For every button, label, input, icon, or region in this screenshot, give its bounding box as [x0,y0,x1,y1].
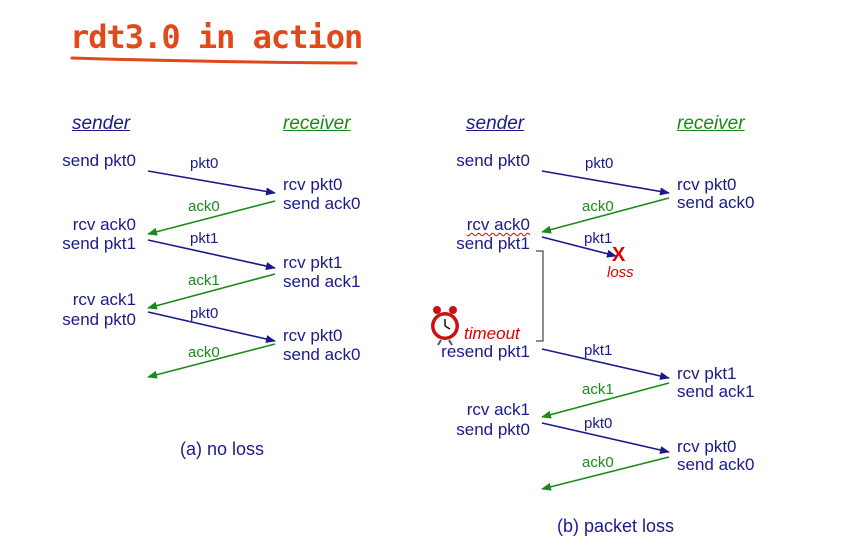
left-sender-event: rcv ack1 [72,290,136,309]
left-message-label: ack0 [188,198,220,215]
left-sender-event: send pkt0 [62,310,136,329]
right-message-label: ack1 [582,381,614,398]
right-receiver-event: rcv pkt0 [677,437,737,456]
left-sender-event: send pkt1 [62,234,136,253]
right-message-label: pkt1 [584,230,613,247]
arrow-pkt0-b2 [541,422,670,454]
arrow-pkt1-lost [541,236,617,258]
right-sender-header: sender [466,113,525,134]
left-message-label: pkt0 [190,305,219,322]
timeout-label: timeout [464,324,520,343]
left-sender-header: sender [72,113,131,134]
arrow-pkt0-a [147,170,276,196]
timeout-bracket [536,250,544,342]
right-caption: (b) packet loss [557,516,675,536]
right-message-label: pkt1 [584,342,613,359]
loss-label: loss [607,264,634,281]
right-sender-event: resend pkt1 [441,342,530,361]
left-receiver-event: rcv pkt0 [283,175,343,194]
arrow-ack1-a [147,273,276,310]
arrow-ack1-b [541,382,670,419]
left-message-label: pkt1 [190,230,219,247]
right-sender-event: send pkt0 [456,151,530,170]
left-receiver-event: send ack0 [283,194,361,213]
right-message-label: pkt0 [585,155,614,172]
arrow-pkt1-resent [541,348,670,380]
right-sender-event: rcv ack1 [466,400,530,419]
page-title: rdt3.0 in action [70,18,363,56]
right-receiver-event: send ack0 [677,193,755,212]
left-message-label: ack0 [188,344,220,361]
arrow-pkt0-a2 [147,311,276,343]
right-receiver-event: send ack1 [677,382,755,401]
right-receiver-event: rcv pkt0 [677,175,737,194]
right-message-label: ack0 [582,198,614,215]
loss-x-mark: X [612,244,626,266]
left-message-label: ack1 [188,272,220,289]
left-receiver-event: rcv pkt1 [283,253,343,272]
arrow-pkt1-a [147,239,276,270]
alarm-clock-icon [431,306,459,346]
right-message-label: ack0 [582,454,614,471]
right-sender-event: send pkt0 [456,420,530,439]
right-receiver-event: rcv pkt1 [677,364,737,383]
left-receiver-event: send ack0 [283,345,361,364]
left-sender-event: rcv ack0 [72,215,136,234]
arrow-ack0-a2 [147,343,276,379]
title-underline [70,56,358,65]
right-sender-event-text: rcv ack0 [466,215,530,234]
right-sender-event: send pkt1 [456,234,530,253]
arrow-ack0-a [147,200,276,236]
left-receiver-event: rcv pkt0 [283,326,343,345]
left-receiver-event: send ack1 [283,272,361,291]
arrow-ack0-b [541,197,670,234]
right-receiver-event: send ack0 [677,455,755,474]
right-receiver-header: receiver [677,113,745,134]
arrow-ack0-b2 [541,456,670,491]
left-message-label: pkt0 [190,155,219,172]
right-message-label: pkt0 [584,415,613,432]
right-sender-event: rcv ack0 [467,215,530,234]
arrow-pkt0-b [541,170,670,196]
left-sender-event: send pkt0 [62,151,136,170]
left-caption: (a) no loss [180,439,265,459]
left-receiver-header: receiver [283,113,351,134]
